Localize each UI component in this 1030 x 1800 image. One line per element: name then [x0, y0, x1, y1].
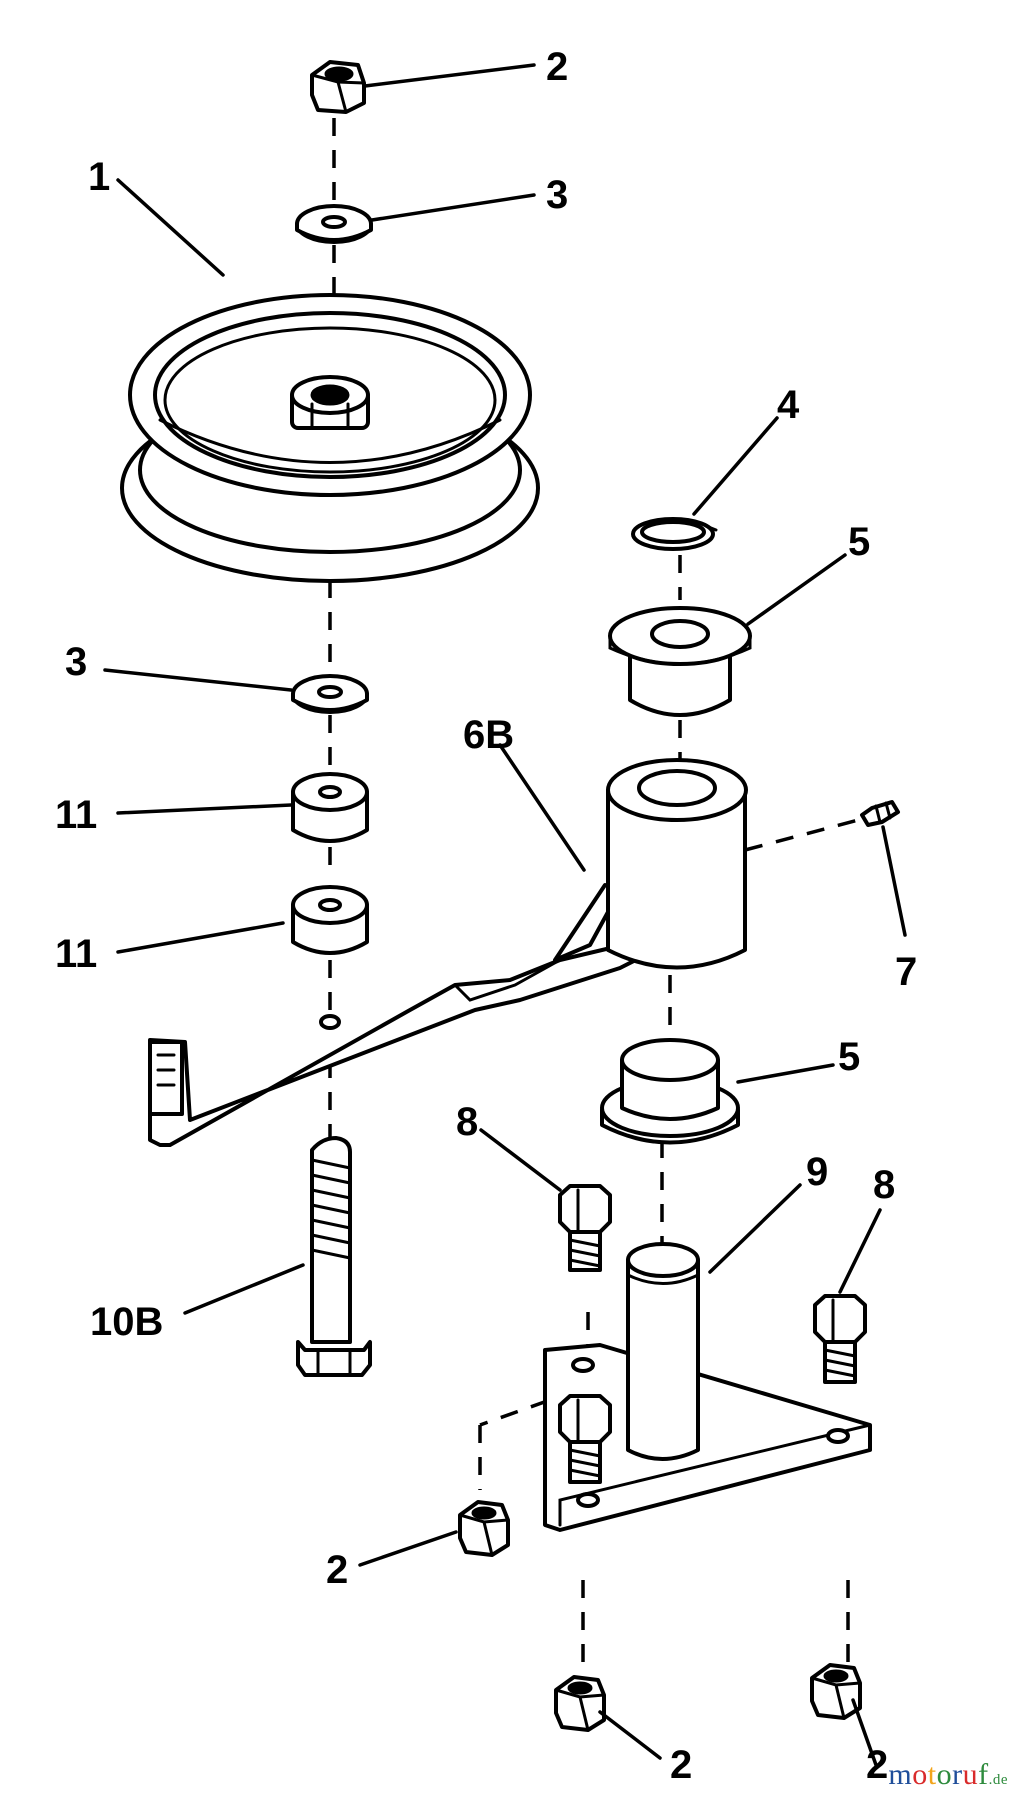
flange-bushing-lower — [600, 1038, 740, 1145]
grease-fitting — [860, 800, 900, 827]
watermark-tld: .de — [988, 1772, 1008, 1788]
watermark-letter: r — [952, 1758, 963, 1791]
callout-2-top: 2 — [546, 45, 568, 89]
watermark-letter: t — [927, 1758, 937, 1791]
watermark-logo: motoruf.de — [888, 1758, 1008, 1792]
callout-2-right: 2 — [866, 1743, 888, 1787]
spacer-lower — [291, 885, 369, 955]
callout-4: 4 — [777, 383, 800, 427]
callout-3-upper: 3 — [546, 173, 568, 217]
snap-ring — [631, 517, 718, 551]
callout-11-lower: 11 — [55, 932, 97, 976]
pulley — [120, 293, 540, 583]
flange-bushing-upper — [608, 606, 752, 717]
callout-11-upper: 11 — [55, 793, 97, 837]
flat-washer-upper — [295, 204, 373, 244]
watermark-letter: o — [912, 1758, 928, 1791]
callout-5-lower: 5 — [838, 1035, 860, 1079]
hex-bolt-right — [813, 1294, 867, 1384]
callout-labels: 2 3 1 4 5 6B 7 5 8 9 8 10B 3 11 11 2 2 2 — [55, 45, 917, 1787]
hex-nut-bottom — [554, 1675, 606, 1732]
idler-arm — [148, 758, 748, 1147]
callout-8-left: 8 — [456, 1100, 478, 1144]
watermark-letter: f — [978, 1758, 989, 1791]
callout-6B: 6B — [463, 713, 514, 757]
callout-8-right: 8 — [873, 1163, 895, 1207]
pivot-tube — [626, 1242, 700, 1461]
hex-nut-top — [310, 60, 366, 114]
callout-5-upper: 5 — [848, 520, 870, 564]
callout-9: 9 — [806, 1150, 828, 1194]
callout-3-lower: 3 — [65, 640, 87, 684]
callout-2-bottom: 2 — [670, 1743, 692, 1787]
leader-lines — [103, 63, 907, 1767]
callout-7: 7 — [895, 950, 917, 994]
flat-washer-lower — [291, 674, 369, 714]
watermark-brand: motoruf — [888, 1758, 988, 1791]
spacer-upper — [291, 772, 369, 843]
callout-2-left: 2 — [326, 1548, 348, 1592]
hex-nut-left — [458, 1500, 510, 1557]
carriage-bolt — [296, 1136, 372, 1377]
hex-nut-right — [810, 1663, 862, 1720]
watermark-letter: o — [936, 1758, 953, 1791]
callout-10B: 10B — [90, 1300, 163, 1344]
watermark-letter: u — [962, 1758, 979, 1791]
watermark-letter: m — [888, 1758, 913, 1791]
hex-bolt-left — [558, 1184, 612, 1272]
callout-1: 1 — [88, 155, 110, 199]
hex-bolt-center — [558, 1394, 612, 1484]
